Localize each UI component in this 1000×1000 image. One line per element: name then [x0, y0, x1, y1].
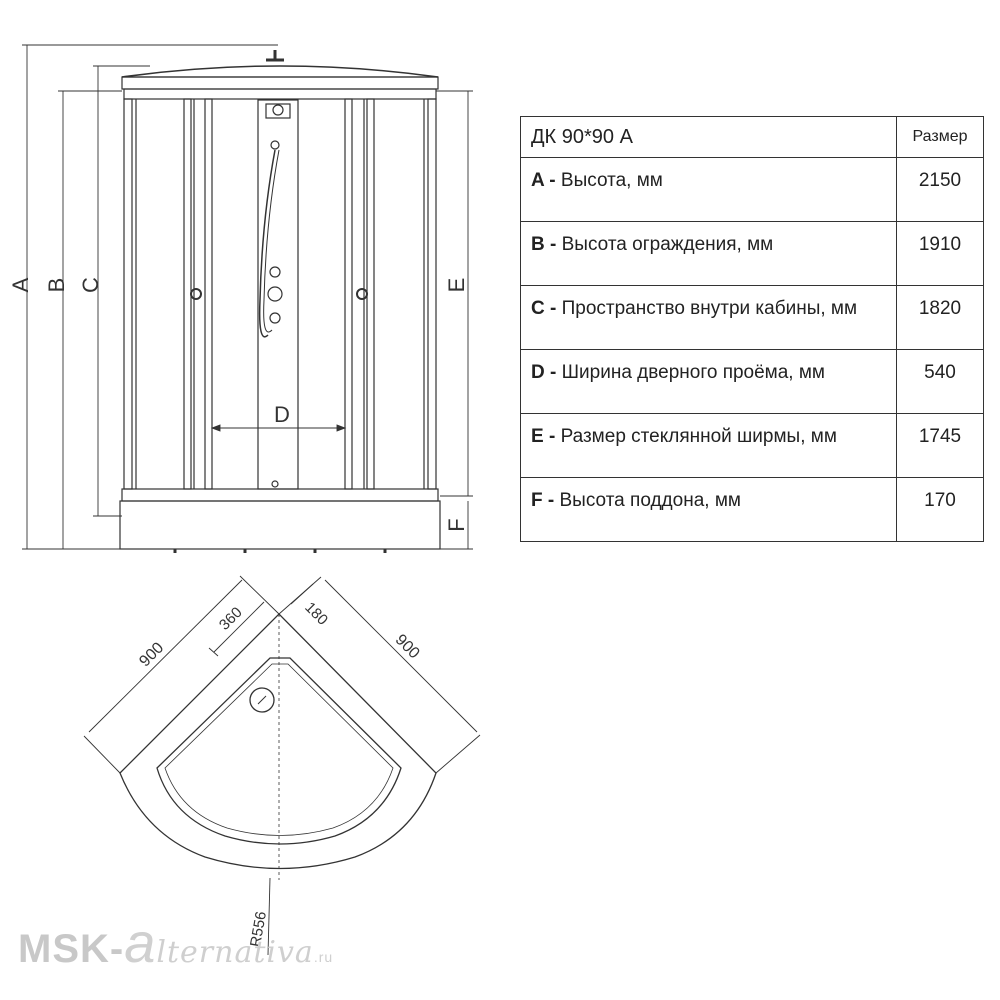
- row-label: Высота, мм: [560, 170, 663, 191]
- table-row: B - Высота ограждения, мм 1910: [520, 221, 984, 286]
- tray-dimension-lines: [83, 575, 481, 774]
- row-letter: F: [531, 490, 543, 511]
- row-letter: E: [531, 426, 544, 447]
- dim-label-e: E: [444, 278, 469, 293]
- watermark-logo: MSK-alternativa.ru: [18, 911, 334, 974]
- dim-label-c: C: [78, 277, 103, 293]
- tray-offset-180: 180: [301, 599, 331, 629]
- row-letter: A: [531, 170, 545, 191]
- row-letter: B: [531, 234, 545, 255]
- row-value: 2150: [896, 157, 984, 222]
- model-name: ДК 90*90 А: [520, 116, 897, 158]
- row-label: Ширина дверного проёма, мм: [561, 362, 825, 383]
- table-row: E - Размер стеклянной ширмы, мм 1745: [520, 413, 984, 478]
- cabin-front-view: [119, 50, 441, 553]
- row-value: 1745: [896, 413, 984, 478]
- row-label: Размер стеклянной ширмы, мм: [560, 426, 837, 447]
- row-label: Высота поддона, мм: [559, 490, 741, 511]
- row-letter: D: [531, 362, 545, 383]
- row-value: 540: [896, 349, 984, 414]
- size-header: Размер: [896, 116, 984, 158]
- tray-top-view: [119, 613, 437, 956]
- tray-width-left: 900: [136, 639, 167, 670]
- dim-label-d: D: [274, 402, 290, 427]
- table-row: D - Ширина дверного проёма, мм 540: [520, 349, 984, 414]
- dimension-lines: [22, 44, 473, 550]
- row-label: Высота ограждения, мм: [561, 234, 774, 255]
- tray-radius: R556: [247, 910, 270, 948]
- row-value: 1820: [896, 285, 984, 350]
- row-value: 170: [896, 477, 984, 542]
- dim-label-b: B: [44, 278, 69, 293]
- row-letter: C: [531, 298, 545, 319]
- table-header-row: ДК 90*90 А Размер: [520, 116, 984, 158]
- table-row: A - Высота, мм 2150: [520, 157, 984, 222]
- spec-table: ДК 90*90 А Размер A - Высота, мм 2150 B …: [520, 116, 984, 542]
- dim-label-f: F: [444, 518, 469, 531]
- tray-width-right: 900: [392, 631, 423, 662]
- row-value: 1910: [896, 221, 984, 286]
- row-label: Пространство внутри кабины, мм: [561, 298, 858, 319]
- tray-offset-360: 360: [216, 604, 246, 634]
- table-row: F - Высота поддона, мм 170: [520, 477, 984, 542]
- dim-label-a: A: [8, 277, 33, 292]
- table-row: C - Пространство внутри кабины, мм 1820: [520, 285, 984, 350]
